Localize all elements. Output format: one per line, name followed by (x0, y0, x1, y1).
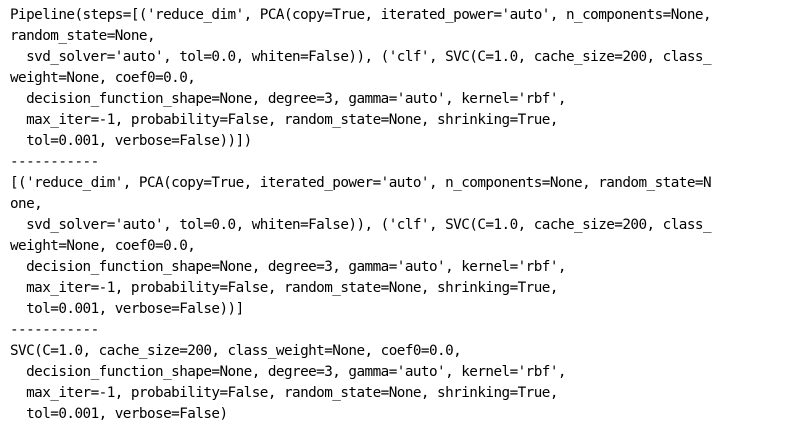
output-line: one, (10, 196, 43, 212)
output-line: weight=None, coef0=0.0, (10, 70, 196, 86)
output-line: svd_solver='auto', tol=0.0, whiten=False… (10, 217, 711, 233)
output-line: decision_function_shape=None, degree=3, … (10, 259, 566, 275)
output-line: tol=0.001, verbose=False))]) (10, 133, 252, 149)
output-line: Pipeline(steps=[('reduce_dim', PCA(copy=… (10, 7, 712, 23)
output-line: max_iter=-1, probability=False, random_s… (10, 112, 558, 128)
console-output: Pipeline(steps=[('reduce_dim', PCA(copy=… (10, 5, 795, 425)
output-line: tol=0.001, verbose=False))] (10, 301, 244, 317)
output-line: decision_function_shape=None, degree=3, … (10, 364, 566, 380)
output-line: svd_solver='auto', tol=0.0, whiten=False… (10, 49, 711, 65)
separator-line: ----------- (10, 154, 99, 170)
output-line: SVC(C=1.0, cache_size=200, class_weight=… (10, 343, 462, 359)
output-line: max_iter=-1, probability=False, random_s… (10, 280, 558, 296)
separator-line: ----------- (10, 322, 99, 338)
output-line: random_state=None, (10, 28, 156, 44)
output-line: max_iter=-1, probability=False, random_s… (10, 385, 558, 401)
output-line: [('reduce_dim', PCA(copy=True, iterated_… (10, 175, 712, 191)
output-line: weight=None, coef0=0.0, (10, 238, 196, 254)
output-line: tol=0.001, verbose=False) (10, 406, 228, 422)
output-line: decision_function_shape=None, degree=3, … (10, 91, 566, 107)
